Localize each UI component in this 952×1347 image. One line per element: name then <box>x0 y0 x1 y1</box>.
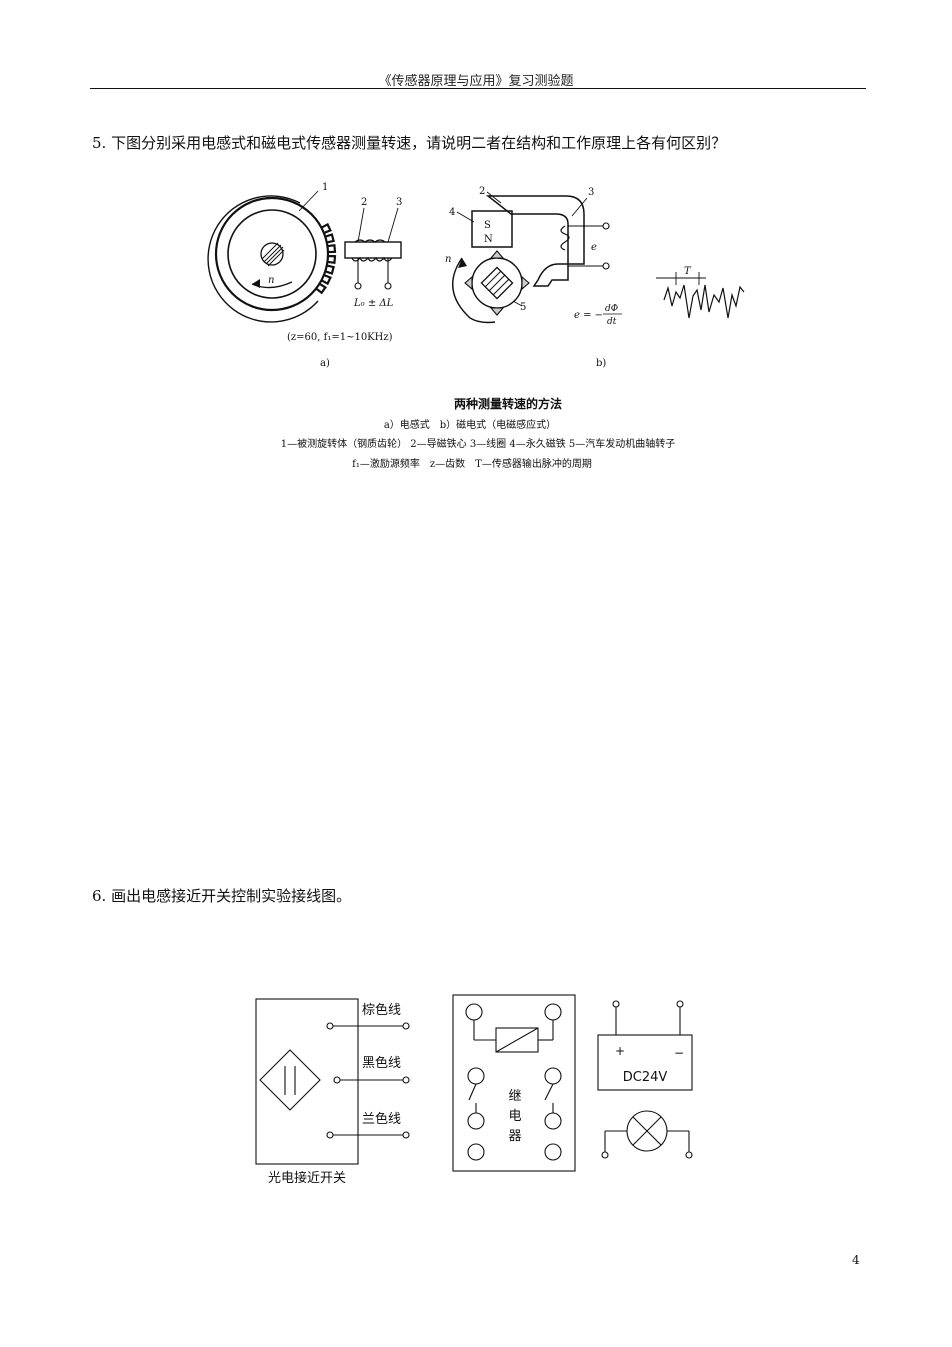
caption-line-3: f₁—激励源频率 z—齿数 T—传感器输出脉冲的周期 <box>352 457 592 470</box>
label-5: 5 <box>520 302 526 313</box>
inductance-label: L₀ ± ΔL <box>353 298 394 309</box>
params-label: (z=60, f₁=1~10KHz) <box>287 332 393 343</box>
formula-denominator: dt <box>607 317 617 327</box>
magnet-s: S <box>484 220 491 231</box>
caption-line-1: a）电感式 b）磁电式（电磁感应式） <box>384 418 556 431</box>
label-4: 4 <box>449 207 455 218</box>
proximity-switch <box>255 998 410 1165</box>
wire-label-brown: 棕色线 <box>362 1002 401 1018</box>
label-2b: 2 <box>479 186 485 197</box>
wire-label-blue: 兰色线 <box>362 1111 401 1127</box>
header-rule <box>90 88 866 89</box>
relay-label-3: 器 <box>508 1129 521 1144</box>
battery-label: DC24V <box>623 1070 668 1085</box>
inductive-coil <box>344 207 402 290</box>
header-title: 《传感器原理与应用》复习测验题 <box>378 74 574 89</box>
label-3a: 3 <box>396 197 402 208</box>
question-6: 6. 画出电感接近开关控制实验接线图。 <box>92 887 352 905</box>
relay-label-1: 继 <box>508 1089 521 1104</box>
period-label: T <box>684 266 692 277</box>
label-rotation-b: n <box>445 254 451 265</box>
wire-label-black: 黑色线 <box>362 1055 401 1071</box>
label-rotation-a: n <box>268 275 274 286</box>
gear-rotor <box>207 190 337 323</box>
caption-line-2: 1—被测旋转体（钢质齿轮） 2—导磁铁心 3—线圈 4—永久磁铁 5—汽车发动机… <box>281 437 676 450</box>
magnet-n: N <box>484 234 493 245</box>
relay <box>452 994 576 1172</box>
dc-power-supply <box>597 1000 693 1091</box>
sensor-label: 光电接近开关 <box>268 1170 346 1186</box>
sub-a-label: a) <box>320 358 330 369</box>
label-3b: 3 <box>588 187 594 198</box>
label-2a: 2 <box>361 197 367 208</box>
output-waveform <box>656 272 745 319</box>
question-5: 5. 下图分别采用电感式和磁电式传感器测量转速，请说明二者在结构和工作原理上各有… <box>92 134 727 152</box>
formula-lhs: e = − <box>574 310 603 321</box>
emf-label: e <box>591 242 597 253</box>
formula-numerator: dΦ <box>605 304 618 314</box>
caption-title: 两种测量转速的方法 <box>454 396 562 411</box>
label-1: 1 <box>322 182 328 193</box>
magnetic-yoke <box>471 195 610 287</box>
page-number: 4 <box>852 1253 860 1267</box>
crankshaft-rotor <box>452 250 530 324</box>
battery-plus: + <box>615 1044 625 1058</box>
sub-b-label: b) <box>596 358 606 369</box>
lamp-icon <box>601 1110 693 1159</box>
battery-minus: − <box>674 1046 684 1060</box>
relay-label-2: 电 <box>508 1109 521 1124</box>
